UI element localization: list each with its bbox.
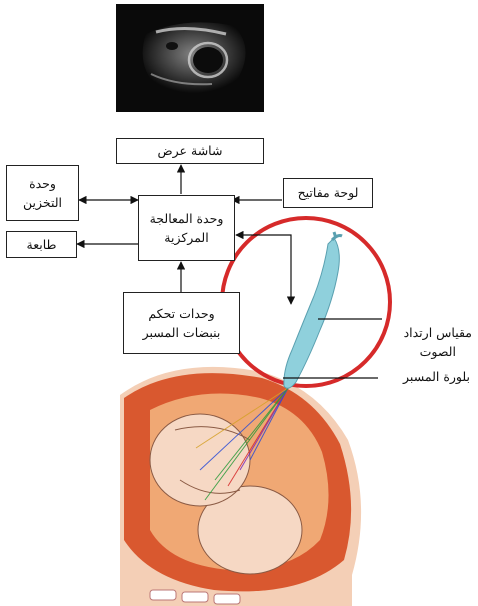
storage-box: وحدة التخزين xyxy=(6,165,79,221)
keyboard-box: لوحة مفاتيح xyxy=(283,178,373,208)
crystal-label-text: بلورة المسبر xyxy=(403,369,470,384)
pulse-controls-box: وحدات تحكم بنبضات المسبر xyxy=(123,292,240,354)
pulse-controls-label: وحدات تحكم بنبضات المسبر xyxy=(143,304,221,343)
display-label: شاشة عرض xyxy=(158,141,223,160)
cpu-box: وحدة المعالجة المركزية xyxy=(138,195,235,261)
transducer-label: مقياس ارتداد الصوت xyxy=(404,305,472,361)
cpu-label: وحدة المعالجة المركزية xyxy=(150,209,224,248)
keyboard-label: لوحة مفاتيح xyxy=(298,183,359,202)
crystal-label: بلورة المسبر xyxy=(403,368,470,387)
printer-label: طابعة xyxy=(27,235,57,254)
printer-box: طابعة xyxy=(6,231,77,258)
transducer-label-text: مقياس ارتداد الصوت xyxy=(404,325,472,359)
storage-label: وحدة التخزين xyxy=(23,174,62,213)
display-box: شاشة عرض xyxy=(116,138,264,164)
